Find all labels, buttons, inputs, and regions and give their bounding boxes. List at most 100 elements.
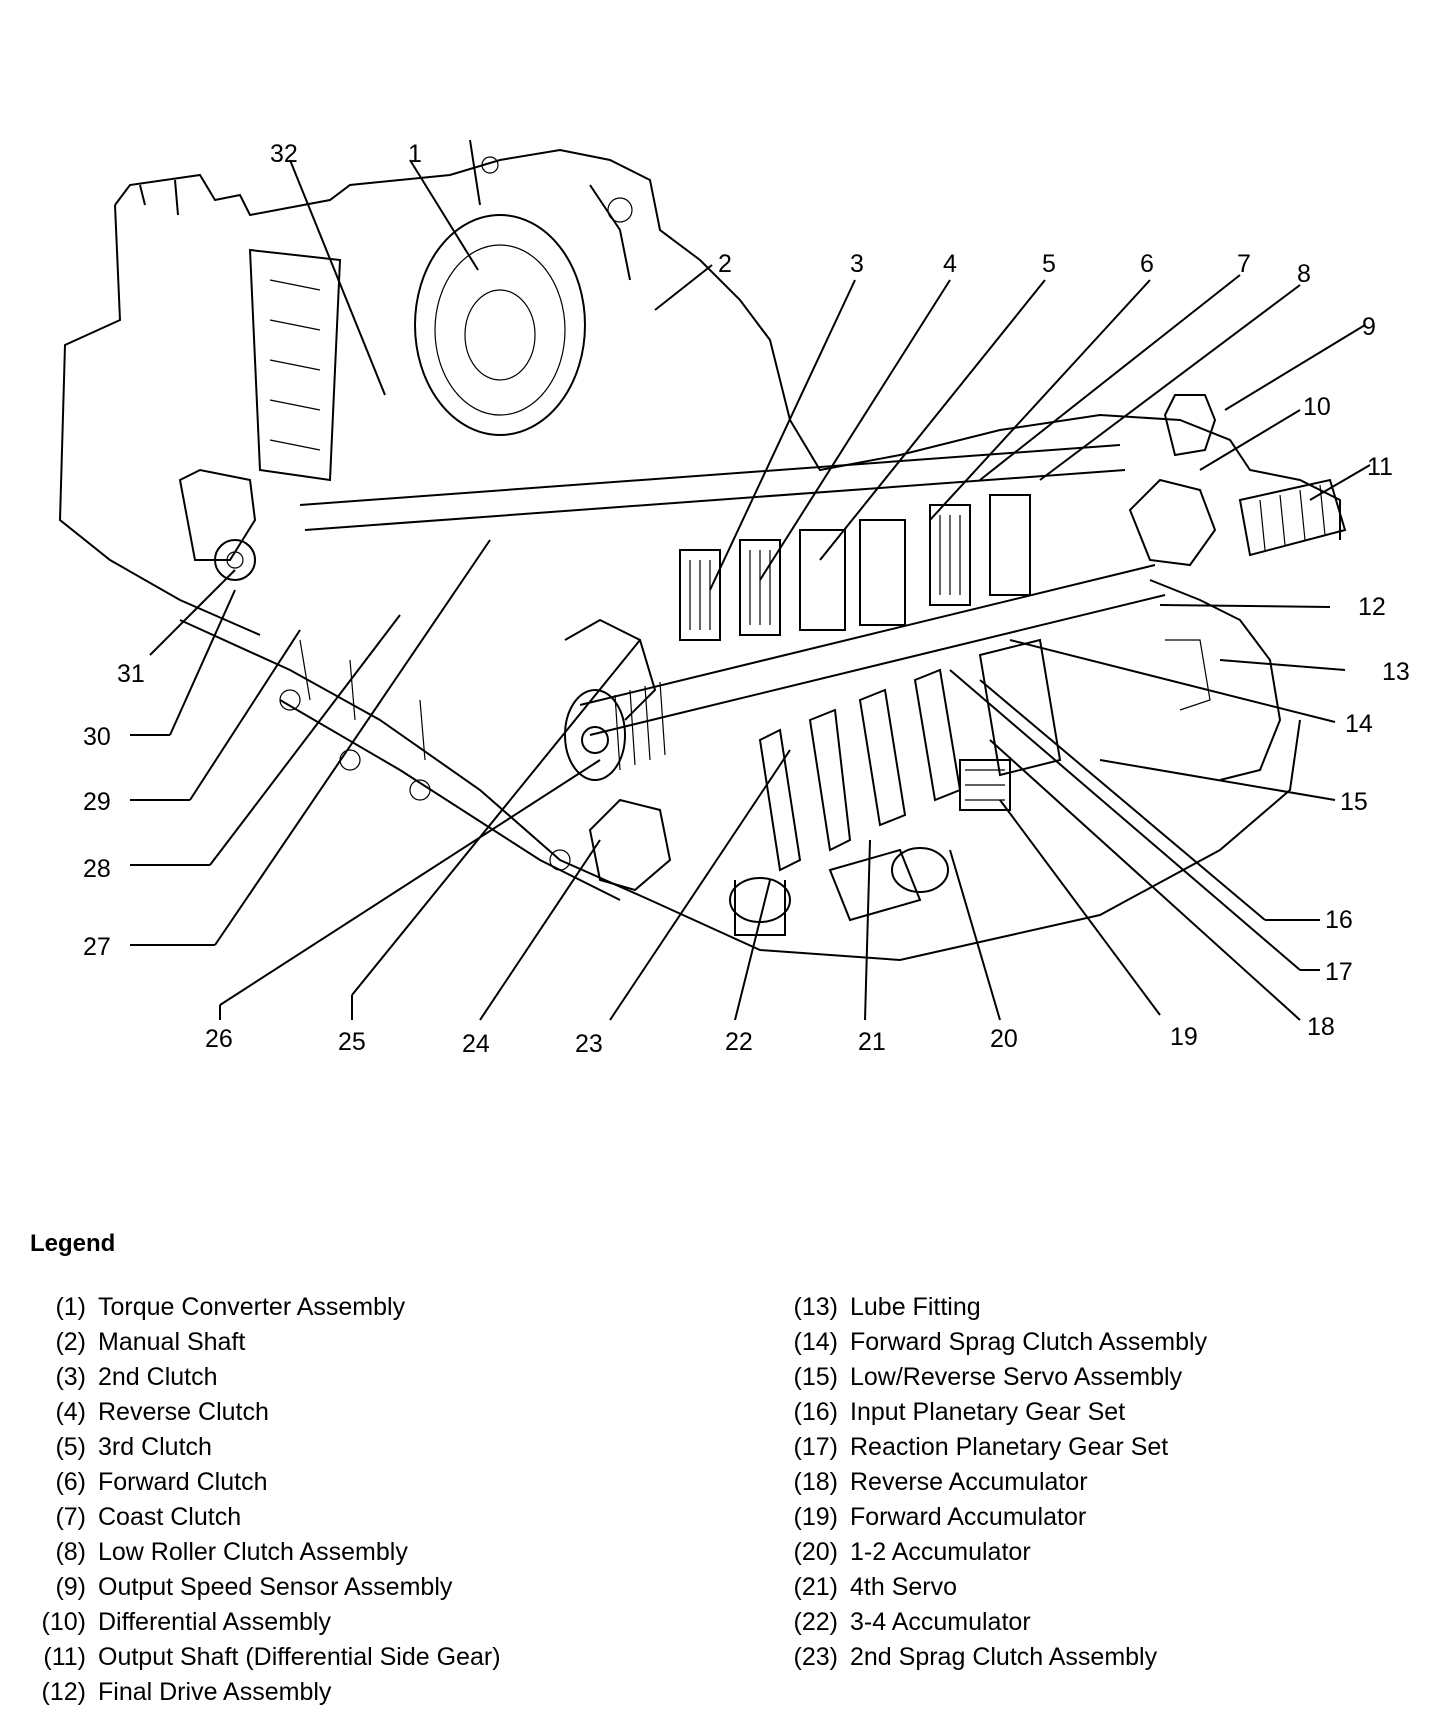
legend-item-number: (3) — [55, 1363, 86, 1391]
callout-28: 28 — [83, 855, 111, 883]
legend-item-label: Forward Clutch — [98, 1468, 268, 1496]
callout-27: 27 — [83, 933, 111, 961]
legend-item: (7)Coast Clutch — [14, 1500, 501, 1535]
legend-item: (6) Forward Clutch — [14, 1465, 501, 1500]
callout-23: 23 — [575, 1030, 603, 1058]
transmission-cutaway-diagram: 1 2 3 4 5 6 7 8 9 10 11 12 13 14 15 16 1… — [58, 139, 1410, 1058]
legend-item-number: (14) — [793, 1328, 838, 1356]
legend-item: (9)Output Speed Sensor Assembly — [14, 1570, 501, 1605]
legend-item-label: Low/Reverse Servo Assembly — [850, 1363, 1183, 1391]
legend-item-label: 4th Servo — [850, 1573, 958, 1601]
callout-13: 13 — [1382, 658, 1410, 686]
callout-6: 6 — [1140, 250, 1154, 278]
clutch-packs — [564, 494, 1062, 936]
legend-item-label: Differential Assembly — [98, 1608, 331, 1636]
legend-item-number: (13) — [793, 1293, 838, 1321]
callout-1: 1 — [408, 140, 422, 168]
legend-item-number: (11) — [43, 1643, 86, 1671]
legend-item-number: (17) — [793, 1433, 838, 1461]
legend-item-number: (19) — [793, 1503, 838, 1531]
legend-item-label: Forward Accumulator — [850, 1503, 1087, 1531]
legend-item: (10) Differential Assembly — [14, 1605, 501, 1640]
callout-9: 9 — [1362, 313, 1376, 341]
legend-item-number: (20) — [793, 1538, 838, 1566]
callout-11: 11 — [1367, 453, 1393, 481]
legend-item: (12)Final Drive Assembly — [14, 1675, 501, 1710]
legend-item: (20) 1-2 Accumulator — [766, 1535, 1207, 1570]
callout-26: 26 — [205, 1025, 233, 1053]
callout-3: 3 — [850, 250, 864, 278]
legend-item-label: Input Planetary Gear Set — [850, 1398, 1126, 1426]
legend-item: (18) Reverse Accumulator — [766, 1465, 1207, 1500]
callout-5: 5 — [1042, 250, 1056, 278]
callout-30: 30 — [83, 723, 111, 751]
legend-item-number: (9) — [55, 1573, 86, 1601]
legend-column-right: (13) Lube Fitting (14) Forward Sprag Clutch… — [766, 1290, 1208, 1675]
legend-item: (15) Low/Reverse Servo Assembly — [766, 1360, 1207, 1395]
callout-19: 19 — [1170, 1023, 1198, 1051]
legend-item-label: Torque Converter Assembly — [98, 1293, 406, 1321]
legend-item-label: 2nd Sprag Clutch Assembly — [850, 1643, 1158, 1671]
legend-item-number: (4) — [55, 1398, 86, 1426]
legend-item-label: Output Shaft (Differential Side Gear) — [98, 1643, 501, 1671]
legend-item-label: Reaction Planetary Gear Set — [850, 1433, 1169, 1461]
legend-item-number: (18) — [793, 1468, 838, 1496]
callout-20: 20 — [990, 1025, 1018, 1053]
callout-7: 7 — [1237, 250, 1251, 278]
callout-32: 32 — [270, 140, 298, 168]
callout-2: 2 — [718, 250, 732, 278]
legend-item-label: Reverse Accumulator — [850, 1468, 1088, 1496]
legend-item-number: (6) — [55, 1468, 86, 1496]
legend-item-label: 2nd Clutch — [98, 1363, 218, 1391]
legend-item: (11) Output Shaft (Differential Side Gear… — [14, 1640, 501, 1675]
callout-16: 16 — [1325, 906, 1353, 934]
legend-item-label: 1-2 Accumulator — [850, 1538, 1031, 1566]
legend-item: (4)Reverse Clutch — [14, 1395, 501, 1430]
callout-29: 29 — [83, 788, 111, 816]
callout-leader-lines — [130, 159, 1371, 1021]
callout-22: 22 — [725, 1028, 753, 1056]
legend-item: (17) Reaction Planetary Gear Set — [766, 1430, 1207, 1465]
legend-item-number: (2) — [55, 1328, 86, 1356]
legend-item-label: Manual Shaft — [98, 1328, 246, 1356]
legend-item-number: (10) — [41, 1608, 86, 1636]
callout-21: 21 — [858, 1028, 886, 1056]
callout-18: 18 — [1307, 1013, 1335, 1041]
legend-item: (1) Torque Converter Assembly — [14, 1290, 501, 1325]
legend-item-number: (15) — [793, 1363, 838, 1391]
legend-item-label: Coast Clutch — [98, 1503, 242, 1531]
legend-item-number: (22) — [793, 1608, 838, 1636]
legend-item: (2) Manual Shaft — [14, 1325, 501, 1360]
callout-17: 17 — [1325, 958, 1353, 986]
callout-24: 24 — [462, 1030, 490, 1058]
legend-item: (3) 2nd Clutch — [14, 1360, 501, 1395]
legend-item: (19) Forward Accumulator — [766, 1500, 1207, 1535]
callout-12: 12 — [1358, 593, 1386, 621]
legend-item-number: (16) — [793, 1398, 838, 1426]
transmission-housing — [58, 139, 1341, 962]
callout-numbers: 1 2 3 4 5 6 7 8 9 10 11 12 13 14 15 16 1… — [83, 140, 1410, 1058]
legend-item: (23) 2nd Sprag Clutch Assembly — [766, 1640, 1207, 1675]
legend-column-left: (1) Torque Converter Assembly (2) Manual Sh… — [14, 1290, 501, 1710]
legend-item-label: 3-4 Accumulator — [850, 1608, 1031, 1636]
main-shafts — [299, 444, 1347, 781]
legend-item-label: Forward Sprag Clutch Assembly — [850, 1328, 1208, 1356]
legend-item-number: (1) — [55, 1293, 86, 1321]
callout-10: 10 — [1303, 393, 1331, 421]
transmission-illustration: 1 2 3 4 5 6 7 8 9 10 11 12 13 14 15 16 1… — [58, 139, 1410, 1058]
legend: Legend (1) Torque Converter Assembly (2) Ma… — [0, 1230, 1456, 1730]
legend-item-number: (12) — [41, 1678, 86, 1706]
callout-8: 8 — [1297, 260, 1311, 288]
legend-item-number: (23) — [793, 1643, 838, 1671]
legend-item-label: Lube Fitting — [850, 1293, 981, 1321]
legend-title: Legend — [30, 1230, 116, 1257]
legend-item-number: (21) — [793, 1573, 838, 1601]
legend-item-label: Low Roller Clutch Assembly — [98, 1538, 408, 1566]
legend-item-number: (5) — [55, 1433, 86, 1461]
legend-item: (21) 4th Servo — [766, 1570, 1207, 1605]
callout-14: 14 — [1345, 710, 1373, 738]
legend-item: (8)Low Roller Clutch Assembly — [14, 1535, 501, 1570]
callout-25: 25 — [338, 1028, 366, 1056]
legend-item: (22) 3-4 Accumulator — [766, 1605, 1207, 1640]
callout-31: 31 — [117, 660, 145, 688]
